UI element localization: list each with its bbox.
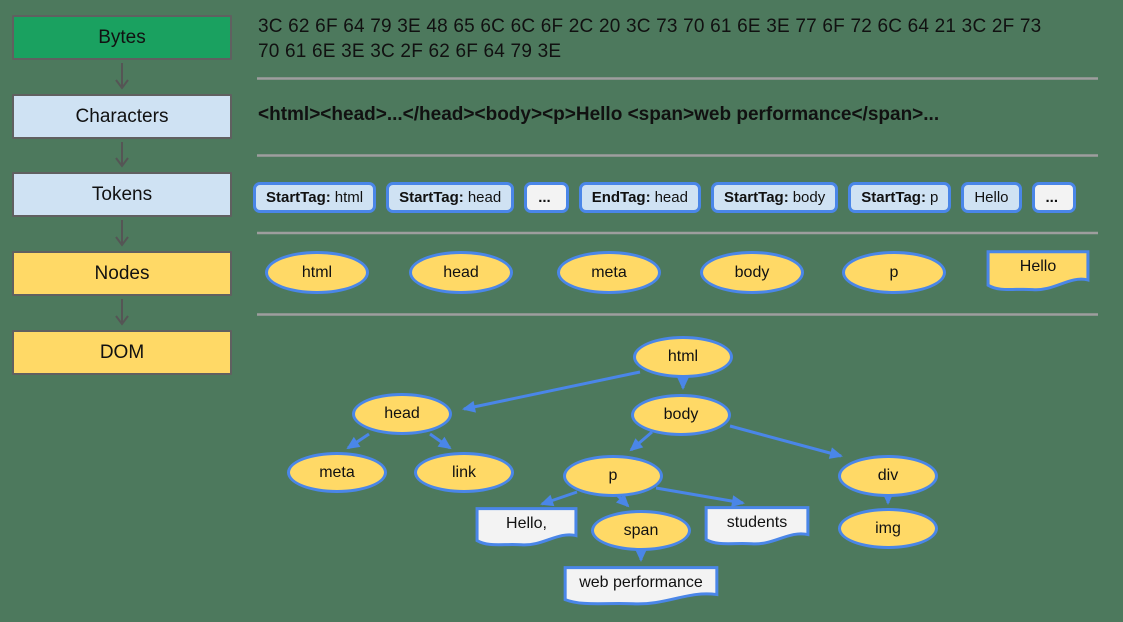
token-starttag-body: StartTag: body xyxy=(710,182,839,213)
token-type-label: StartTag: xyxy=(723,189,789,206)
flag-shape xyxy=(562,566,720,608)
dom-node-label: students xyxy=(726,514,788,531)
dom-node-label: img xyxy=(875,519,901,537)
pipeline-arrow-bytes-characters xyxy=(115,63,129,90)
pipeline-box-nodes: Nodes xyxy=(12,251,232,296)
dom-node-label: Hello, xyxy=(506,515,547,532)
dom-node-label: div xyxy=(877,467,899,484)
node-label: meta xyxy=(591,263,627,281)
pipeline-arrow-characters-tokens xyxy=(115,142,129,168)
node-p: p xyxy=(842,251,946,294)
node-label: body xyxy=(734,263,770,281)
edge-body-p xyxy=(629,430,653,452)
pipeline-box-dom: DOM xyxy=(12,330,232,375)
token-text-hello: Hello xyxy=(961,182,1022,213)
pipeline-label-characters: Characters xyxy=(75,105,169,127)
pipeline-arrow-tokens-nodes xyxy=(115,220,129,247)
token-type-label: StartTag: xyxy=(399,189,464,206)
dom-node-label: meta xyxy=(319,463,355,481)
dom-node-link: link xyxy=(414,452,514,493)
dom-node-div: div xyxy=(838,455,938,497)
flag-shape xyxy=(704,506,810,548)
node-body: body xyxy=(700,251,804,294)
token-value: head xyxy=(654,189,688,206)
edge-p-students xyxy=(655,486,745,508)
token-starttag-head: StartTag: head xyxy=(386,182,515,213)
token-ellipsis-2: ... xyxy=(1031,182,1077,213)
dom-node-label: p xyxy=(608,467,618,484)
dom-node-webperformance-text: web performance xyxy=(562,566,720,608)
node-hello-flag: Hello xyxy=(986,250,1090,294)
pipeline-label-nodes: Nodes xyxy=(94,262,150,284)
flag-shape xyxy=(986,250,1090,294)
token-value: p xyxy=(929,189,939,206)
dom-node-label: head xyxy=(384,405,420,422)
token-starttag-p: StartTag: p xyxy=(848,182,952,213)
edge-body-div xyxy=(729,424,843,459)
token-type-label: StartTag: xyxy=(266,189,331,206)
edge-head-meta xyxy=(346,432,370,450)
token-ellipsis-1: ... xyxy=(524,182,569,213)
bytes-hex-text: 3C 62 6F 64 79 3E 48 65 6C 6C 6F 2C 20 3… xyxy=(258,16,1042,62)
edge-html-head xyxy=(462,370,641,413)
dom-node-hello-text: Hello, xyxy=(475,507,578,549)
dom-node-img: img xyxy=(838,508,938,549)
characters-text: <html><head>...</head><body><p>Hello <sp… xyxy=(258,104,940,125)
node-head: head xyxy=(409,251,513,294)
pipeline-label-dom: DOM xyxy=(99,341,145,363)
token-value: Hello xyxy=(974,189,1009,206)
node-html: html xyxy=(265,251,369,294)
token-starttag-html: StartTag: html xyxy=(253,182,377,213)
token-value: body xyxy=(792,189,826,206)
token-value: html xyxy=(334,189,364,206)
node-meta: meta xyxy=(557,251,661,294)
dom-node-head: head xyxy=(352,393,452,435)
token-value: ... xyxy=(1045,189,1059,206)
dom-node-body: body xyxy=(631,394,731,436)
token-type-label: EndTag: xyxy=(591,189,651,206)
dom-node-p: p xyxy=(563,455,663,497)
token-endtag-head: EndTag: head xyxy=(578,182,701,213)
node-label: head xyxy=(443,263,479,281)
dom-node-label: span xyxy=(623,521,659,539)
dom-node-label: link xyxy=(451,463,476,481)
pipeline-label-tokens: Tokens xyxy=(91,183,153,205)
pipeline-box-bytes: Bytes xyxy=(12,15,232,60)
dom-node-span: span xyxy=(591,510,691,551)
token-type-label: StartTag: xyxy=(861,189,926,206)
pipeline-arrow-nodes-dom xyxy=(115,299,129,326)
edge-head-link xyxy=(429,432,452,450)
dom-node-html: html xyxy=(633,336,733,378)
token-value: head xyxy=(467,189,502,206)
tokens-row: StartTag: html StartTag: head ... EndTag… xyxy=(253,182,1077,213)
dom-node-meta: meta xyxy=(287,452,387,493)
edge-p-span xyxy=(615,493,630,508)
dom-node-label: web performance xyxy=(579,574,703,591)
edge-p-hello xyxy=(540,490,578,507)
pipeline-box-tokens: Tokens xyxy=(12,172,232,217)
dom-node-students-text: students xyxy=(704,506,810,548)
node-label: Hello xyxy=(1019,258,1057,275)
node-label: p xyxy=(889,263,899,281)
dom-node-label: html xyxy=(667,348,699,365)
dom-node-label: body xyxy=(663,406,699,423)
pipeline-label-bytes: Bytes xyxy=(98,26,146,48)
token-value: ... xyxy=(538,189,551,206)
node-label: html xyxy=(301,263,333,281)
pipeline-box-characters: Characters xyxy=(12,94,232,139)
flag-shape xyxy=(475,507,578,549)
